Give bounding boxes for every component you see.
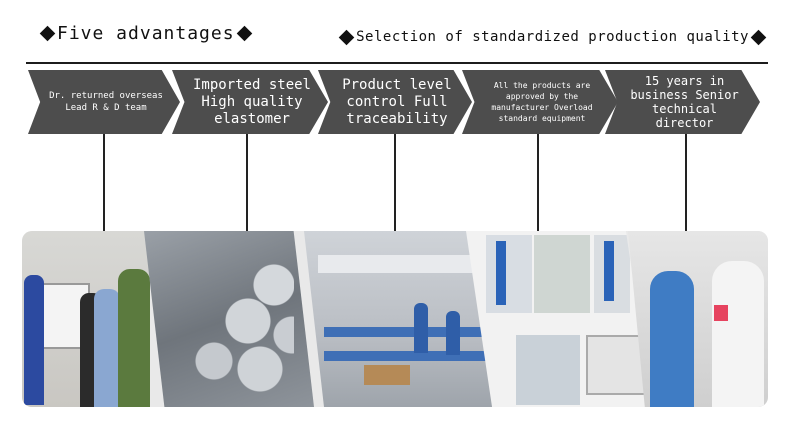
five-advantages-title: Five advantages bbox=[38, 20, 254, 46]
testing-equipment-photo bbox=[466, 231, 652, 407]
steel-bars-photo bbox=[144, 231, 314, 407]
person-figure bbox=[712, 261, 764, 407]
technicians-photo bbox=[628, 231, 768, 407]
standardized-production-label: Selection of standardized production qua… bbox=[356, 29, 749, 45]
advantage-chevron-experience: 15 years in business Senior technical di… bbox=[605, 70, 760, 134]
advantage-label: Product level control Full traceability bbox=[342, 76, 452, 127]
connector-line bbox=[537, 134, 539, 238]
advantage-label: Imported steel High quality elastomer bbox=[192, 76, 311, 127]
test-machine bbox=[534, 235, 590, 313]
connector-line bbox=[394, 134, 396, 238]
steel-bar-ends bbox=[174, 249, 294, 399]
test-machine-frame bbox=[604, 241, 614, 301]
person-figure bbox=[118, 269, 150, 407]
diamond-bullet-icon bbox=[338, 29, 355, 45]
workbench bbox=[324, 351, 494, 361]
advantage-chevron-equipment: All the products are approved by the man… bbox=[462, 70, 618, 134]
header-divider bbox=[26, 62, 768, 64]
diamond-bullet-icon bbox=[39, 25, 56, 41]
person-figure bbox=[94, 289, 120, 407]
ceiling-lights bbox=[318, 255, 494, 273]
photo-strip bbox=[22, 231, 768, 407]
meeting-photo bbox=[22, 231, 150, 407]
control-cabinet bbox=[516, 335, 580, 405]
advantage-chevron-traceability: Product level control Full traceability bbox=[318, 70, 472, 134]
phone bbox=[714, 305, 728, 321]
connector-line bbox=[685, 134, 687, 238]
advantage-label: 15 years in business Senior technical di… bbox=[630, 74, 739, 130]
test-machine bbox=[486, 235, 532, 313]
advantage-label: Dr. returned overseas Lead R & D team bbox=[49, 91, 163, 113]
worker-figure bbox=[446, 311, 460, 355]
five-advantages-label: Five advantages bbox=[57, 22, 235, 44]
advantage-label: All the products are approved by the man… bbox=[491, 81, 593, 123]
advantage-chevron-imported-steel: Imported steel High quality elastomer bbox=[172, 70, 328, 134]
connector-line bbox=[103, 134, 105, 238]
advantage-chevron-rd-team: Dr. returned overseas Lead R & D team bbox=[28, 70, 180, 134]
diamond-bullet-icon bbox=[236, 25, 252, 41]
connector-line bbox=[246, 134, 248, 238]
worker-figure bbox=[414, 303, 428, 353]
test-machine-frame bbox=[496, 241, 506, 305]
workbench bbox=[324, 327, 494, 337]
person-figure bbox=[650, 271, 694, 407]
standardized-production-title: Selection of standardized production qua… bbox=[337, 26, 768, 48]
person-figure bbox=[24, 275, 44, 405]
cardboard-box bbox=[364, 365, 410, 385]
diamond-bullet-icon bbox=[750, 29, 767, 45]
